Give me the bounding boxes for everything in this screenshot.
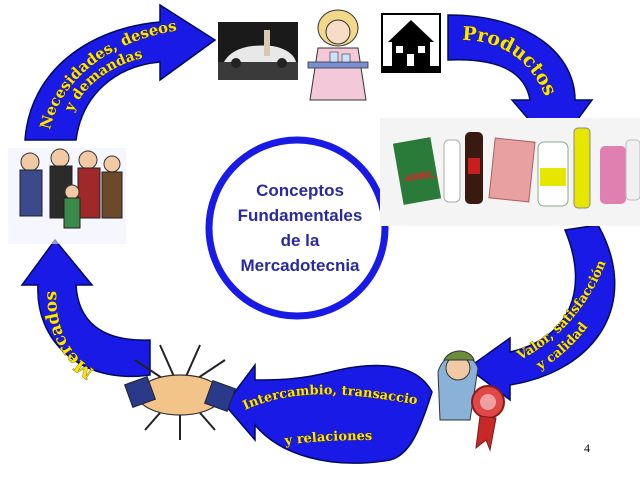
handshake-clipart (123, 344, 237, 440)
ariel-box: ARIEL (392, 137, 442, 205)
people-clipart (8, 148, 126, 244)
award-person-clipart (437, 350, 505, 452)
arrow-intercambio (224, 362, 433, 464)
products-photo: ARIEL (380, 118, 640, 226)
center-concept: Conceptos Fundamentales de la Mercadotec… (205, 136, 389, 320)
arrow-valor (466, 224, 616, 402)
center-line-4: Mercadotecnia (240, 256, 360, 275)
center-line-2: Fundamentales (238, 206, 363, 225)
car-photo (218, 22, 298, 80)
center-line-1: Conceptos (256, 181, 344, 200)
center-line-3: de la (281, 231, 320, 250)
house-icon (381, 13, 441, 73)
arrow-mercados (20, 238, 151, 378)
arrow-necesidades (24, 3, 217, 141)
woman-clipart (307, 9, 369, 101)
svg-text:ARIEL: ARIEL (404, 169, 435, 185)
page-number: 4 (584, 441, 590, 455)
arrow-productos (447, 14, 594, 152)
